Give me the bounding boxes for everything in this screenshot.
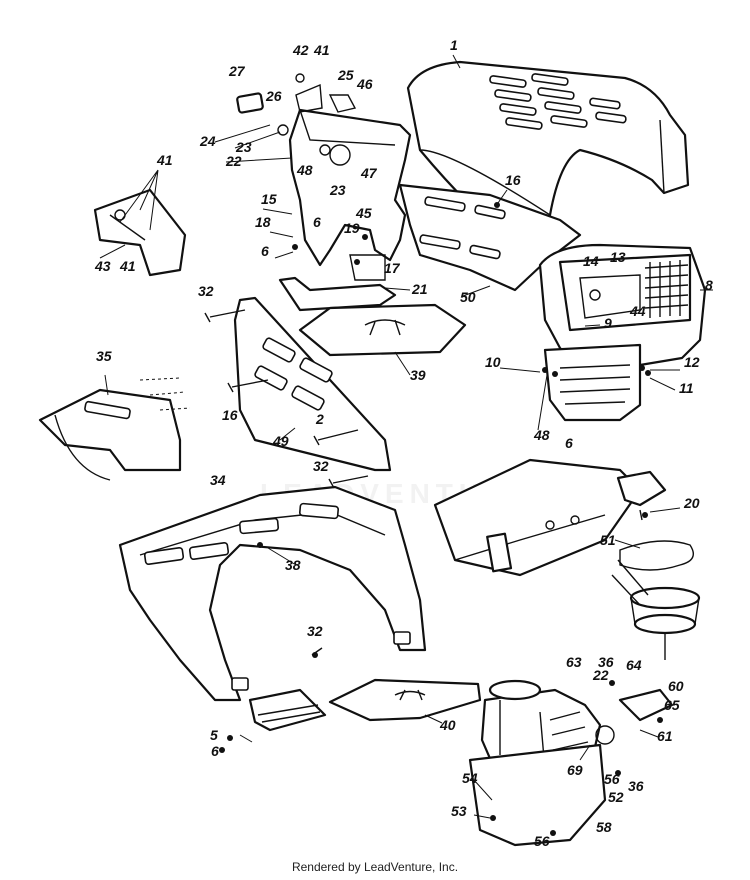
callout-15: 15 xyxy=(261,191,277,207)
callout-35: 35 xyxy=(96,348,112,364)
callout-2: 2 xyxy=(315,411,324,427)
fender-part xyxy=(118,485,427,702)
callout-20: 20 xyxy=(683,495,700,511)
footer-credit: Rendered by LeadVenture, Inc. xyxy=(291,860,459,874)
callout-34: 34 xyxy=(210,472,226,488)
callout-17: 17 xyxy=(384,260,401,276)
callout-53: 53 xyxy=(451,803,467,819)
callout-21: 21 xyxy=(411,281,428,297)
side-skirt-part xyxy=(398,183,582,292)
callout-22: 22 xyxy=(225,153,242,169)
callout-19: 19 xyxy=(344,220,360,236)
frame-part xyxy=(433,458,667,577)
callout-60: 60 xyxy=(668,678,684,694)
callout-6: 6 xyxy=(261,243,269,259)
callout-9: 9 xyxy=(604,315,612,331)
dash-plate-part xyxy=(298,303,467,357)
callout-1: 1 xyxy=(450,37,458,53)
callout-51: 51 xyxy=(600,532,616,548)
leader-lines xyxy=(239,54,713,819)
callout-41: 41 xyxy=(313,42,330,58)
callout-8: 8 xyxy=(705,277,713,293)
callout-16: 16 xyxy=(505,172,521,188)
callout-32: 32 xyxy=(198,283,214,299)
grille-part xyxy=(538,243,707,422)
callout-11: 11 xyxy=(679,380,694,396)
steering-linkage-part xyxy=(93,169,187,277)
callout-6: 6 xyxy=(565,435,573,451)
callout-48: 48 xyxy=(533,427,550,443)
callout-56: 56 xyxy=(604,771,620,787)
callout-5: 5 xyxy=(210,727,218,743)
callout-42: 42 xyxy=(292,42,309,58)
dash-panel-part xyxy=(288,108,412,267)
callout-41: 41 xyxy=(119,258,136,274)
floor-plate-part xyxy=(328,678,482,722)
rear-fender-left-part xyxy=(38,374,191,481)
callout-14: 14 xyxy=(583,253,599,269)
callout-6: 6 xyxy=(313,214,321,230)
callout-24: 24 xyxy=(199,133,216,149)
callout-23: 23 xyxy=(235,139,252,155)
callout-45: 45 xyxy=(355,205,372,221)
footrest-part xyxy=(248,688,327,732)
callout-36: 36 xyxy=(598,654,614,670)
callout-43: 43 xyxy=(94,258,111,274)
callout-39: 39 xyxy=(410,367,426,383)
callout-54: 54 xyxy=(462,770,478,786)
callout-27: 27 xyxy=(228,63,246,79)
fasteners xyxy=(219,202,663,836)
callout-65: 65 xyxy=(664,697,680,713)
callout-52: 52 xyxy=(608,789,624,805)
callout-40: 40 xyxy=(439,717,456,733)
callout-58: 58 xyxy=(596,819,612,835)
callout-10: 10 xyxy=(485,354,501,370)
callout-63: 63 xyxy=(566,654,582,670)
callout-25: 25 xyxy=(337,67,354,83)
callout-46: 46 xyxy=(356,76,373,92)
callout-32: 32 xyxy=(313,458,329,474)
bolts xyxy=(204,309,643,656)
dash-bracket-part xyxy=(278,254,397,312)
callout-26: 26 xyxy=(265,88,282,104)
switch-small-parts xyxy=(214,73,357,163)
callout-32: 32 xyxy=(307,623,323,639)
callout-64: 64 xyxy=(626,657,642,673)
callout-41: 41 xyxy=(156,152,173,168)
callout-49: 49 xyxy=(272,433,289,449)
callout-36: 36 xyxy=(628,778,644,794)
callout-22: 22 xyxy=(592,667,609,683)
callout-38: 38 xyxy=(285,557,301,573)
engine-part xyxy=(468,679,674,847)
callout-56: 56 xyxy=(534,833,550,849)
front-panel-part xyxy=(233,296,392,472)
callout-48: 48 xyxy=(296,162,313,178)
callout-69: 69 xyxy=(567,762,583,778)
callout-16: 16 xyxy=(222,407,238,423)
callout-50: 50 xyxy=(460,289,476,305)
pulley-part xyxy=(611,540,701,660)
callout-47: 47 xyxy=(360,165,378,181)
callout-44: 44 xyxy=(629,303,646,319)
callout-23: 23 xyxy=(329,182,346,198)
callout-6: 6 xyxy=(211,743,219,759)
callout-18: 18 xyxy=(255,214,271,230)
callout-13: 13 xyxy=(610,249,626,265)
callout-12: 12 xyxy=(684,354,700,370)
callout-61: 61 xyxy=(657,728,673,744)
